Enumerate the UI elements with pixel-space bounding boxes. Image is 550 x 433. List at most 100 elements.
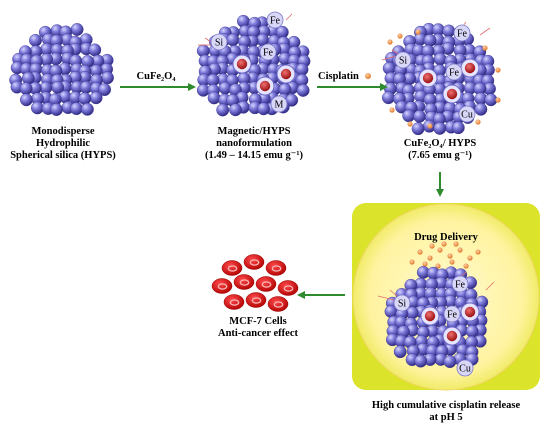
atom-label: Cu [459, 364, 471, 375]
cancer-cell [255, 276, 277, 292]
label-hyps-line1: Monodisperse [32, 126, 95, 137]
cancer-cell-highlight [217, 283, 228, 290]
silica-sphere [465, 324, 479, 338]
silica-sphere [411, 122, 425, 136]
magnetic-core [424, 310, 436, 322]
released-drug-dot [475, 249, 481, 255]
cisplatin-dot [495, 97, 501, 103]
silica-sphere [70, 102, 83, 116]
label-cufe2o4-line2: (7.65 emu g⁻¹) [408, 150, 472, 161]
silica-sphere [207, 91, 221, 105]
label-magnetic-line2: nanoformulation [216, 138, 292, 149]
bond-line [381, 55, 397, 61]
released-drug-dot [427, 255, 433, 261]
silica-sphere [257, 102, 270, 116]
cisplatin-dot [387, 39, 393, 45]
silica-sphere [433, 52, 447, 66]
cisplatin-dot [389, 107, 395, 113]
silica-sphere [50, 103, 63, 116]
cancer-cell-highlight [261, 281, 272, 288]
atom-label: Fe [263, 48, 274, 59]
bond-line [479, 27, 491, 36]
atom-label: Fe [449, 68, 460, 79]
label-magnetic-line1: Magnetic/HYPS [218, 126, 291, 137]
silica-sphere [19, 82, 33, 96]
atom-badge [451, 275, 469, 293]
label-hyps-line3: Spherical silica (HYPS) [10, 150, 116, 161]
label-magnetic-line3: (1.49 – 14.15 emu g⁻¹) [205, 150, 303, 161]
silica-sphere [226, 33, 240, 47]
silica-sphere [89, 91, 103, 105]
cancer-cell-highlight [283, 285, 294, 292]
magnetic-core [280, 68, 292, 80]
released-drug-dot [429, 243, 435, 249]
cancer-cell-highlight [239, 279, 250, 286]
atom-badge [453, 24, 471, 42]
atom-badge [443, 305, 461, 323]
cancer-cell-highlight [229, 299, 240, 306]
silica-sphere [78, 92, 92, 106]
cancer-cell-highlight [249, 259, 260, 266]
silica-sphere [88, 43, 102, 57]
atom-badge [393, 294, 411, 312]
silica-sphere [98, 83, 112, 97]
silica-sphere [443, 355, 457, 368]
cancer-cell [245, 292, 267, 308]
atom-label: Si [399, 56, 408, 67]
released-drug-dot [449, 259, 455, 265]
panel-title: Drug Delivery [414, 232, 479, 243]
silica-sphere [20, 93, 33, 107]
silica-sphere [413, 110, 426, 123]
released-drug-dot [437, 247, 443, 253]
magnetic-core [446, 88, 458, 100]
released-drug-dot [435, 263, 441, 269]
atom-badge [259, 43, 277, 61]
cancer-cell [277, 280, 299, 296]
cancer-cell [233, 274, 255, 290]
cisplatin-dot [415, 29, 421, 35]
bond-line [485, 281, 495, 291]
released-drug-dot [457, 247, 463, 253]
label-release-line2: at pH 5 [429, 412, 462, 423]
silica-sphere [296, 84, 310, 97]
label-cells-line1: MCF-7 Cells [229, 316, 286, 327]
atom-label: Fe [457, 29, 468, 40]
silica-sphere [402, 109, 416, 123]
arrow-label-cufe2o4: CuFe₂O₄ [137, 71, 177, 82]
label-release-line1: High cumulative cisplatin release [372, 400, 521, 411]
cancer-cell-highlight [271, 265, 282, 272]
silica-sphere [229, 103, 242, 117]
magnetic-core [446, 330, 458, 342]
released-drug-dot [417, 249, 423, 255]
cisplatin-dot [407, 121, 413, 127]
magnetic-core [422, 72, 434, 84]
released-drug-dot [422, 261, 428, 267]
silica-sphere [423, 34, 437, 47]
atom-label: Fe [447, 310, 458, 321]
cisplatin-dot [427, 123, 433, 129]
atom-label: Si [215, 38, 224, 49]
atom-label: Cu [461, 110, 473, 121]
atom-badge [458, 105, 476, 123]
atom-badge [210, 33, 228, 51]
label-cufe2o4-line1: CuFe₂O₄/ HYPS [404, 138, 477, 149]
atom-label: M [275, 100, 284, 111]
silica-sphere [70, 23, 84, 36]
released-drug-dot [441, 241, 447, 247]
cisplatin-dot-icon [365, 73, 371, 79]
bond-line [389, 289, 399, 298]
silica-sphere [31, 101, 44, 115]
cisplatin-dot [397, 33, 403, 39]
silica-sphere [101, 71, 114, 85]
atom-label: Fe [455, 280, 466, 291]
silica-sphere [442, 24, 456, 38]
label-cells-line2: Anti-cancer effect [218, 328, 298, 339]
silica-sphere [216, 103, 230, 117]
silica-sphere [474, 102, 488, 116]
cancer-cell-highlight [251, 297, 262, 304]
silica-sphere [414, 354, 428, 368]
